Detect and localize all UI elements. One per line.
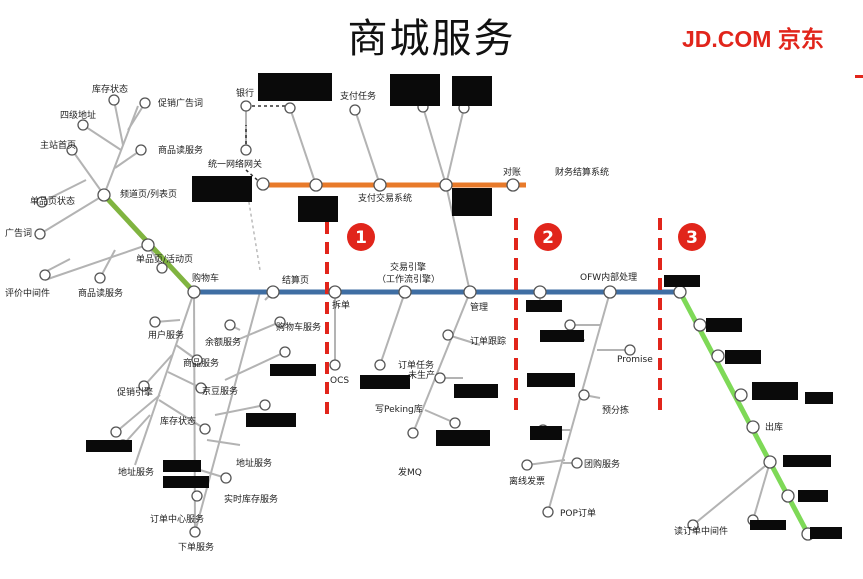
svg-text:1: 1: [355, 228, 367, 248]
label-cart-service: 购物车服务: [276, 321, 321, 333]
label-order-task-sub: 未生产: [408, 369, 435, 381]
label-product-read2: 商品读服务: [78, 287, 123, 299]
label-inventory-service: 库存状态: [160, 415, 196, 427]
label-manage: 管理: [470, 301, 488, 313]
label-ocs: OCS: [330, 376, 349, 386]
label-pay-system: 支付交易系统: [358, 192, 412, 204]
label-realtime-stock: 实时库存服务: [224, 493, 278, 505]
label-order-mw: 读订单中间件: [674, 525, 728, 537]
label-split-ticket: 离线发票: [509, 475, 545, 487]
label-order-service: 下单服务: [178, 541, 214, 553]
label-order-tracking: 订单跟踪: [470, 335, 506, 347]
svg-text:2: 2: [542, 228, 554, 248]
label-preship: 预分拣: [602, 404, 629, 416]
node-labels: 主站首页 四级地址 库存状态 促销广告词 商品读服务 频道页/列表页 单品页状态…: [5, 83, 783, 553]
stage-badge-2: 2: [534, 223, 562, 251]
corner-accent: [855, 75, 863, 78]
label-checkout: 结算页: [282, 274, 309, 286]
label-product-read: 商品读服务: [158, 144, 203, 156]
label-ofw: OFW内部处理: [580, 271, 637, 283]
label-engine: 交易引擎: [390, 261, 426, 273]
label-order-task: 订单任务: [398, 359, 434, 371]
label-review-mw: 评价中间件: [5, 287, 50, 299]
label-address2: 地址服务: [236, 457, 272, 469]
page-title: 商城服务: [347, 16, 516, 62]
label-order-center: 订单中心服务: [150, 513, 204, 525]
label-peking: 写Peking库: [375, 403, 423, 415]
label-promise: Promise: [617, 355, 653, 365]
label-engine-sub: （工作流引擎）: [377, 273, 440, 285]
label-pay-task: 支付任务: [340, 90, 376, 102]
label-product-service: 商品服务: [183, 357, 219, 369]
stage-badge-3: 3: [678, 223, 706, 251]
label-single-active: 单品页/活动页: [136, 253, 193, 265]
label-outbound: 出库: [765, 421, 783, 433]
label-split: 拆单: [332, 299, 350, 311]
label-promo-engine: 促销引擎: [117, 386, 153, 398]
label-balance: 余额服务: [205, 336, 241, 348]
label-ad-words: 广告词: [5, 227, 32, 239]
label-cart: 购物车: [192, 272, 219, 284]
svg-text:3: 3: [686, 228, 698, 248]
label-single-state: 单品页状态: [30, 195, 75, 207]
redaction-blocks: [86, 73, 842, 539]
label-send-mq: 发MQ: [398, 466, 422, 478]
stage-badge-1: 1: [347, 223, 375, 251]
label-reconcile: 对账: [503, 166, 521, 178]
jd-logo: JD.COM 京东: [682, 26, 824, 52]
label-pop-order: POP订单: [560, 507, 596, 519]
label-category-list: 频道页/列表页: [120, 188, 177, 200]
label-address: 地址服务: [118, 466, 154, 478]
label-jingdou: 京豆服务: [202, 385, 238, 397]
label-wholesale: 团购服务: [584, 458, 620, 470]
stage-separators: [325, 218, 662, 415]
label-inventory-top: 库存状态: [92, 83, 128, 95]
label-bank: 银行: [236, 87, 254, 99]
label-main-site: 主站首页: [40, 139, 76, 151]
dashed-links: [245, 105, 290, 185]
label-user-service: 用户服务: [148, 329, 184, 341]
label-level4-addr: 四级地址: [60, 109, 96, 121]
label-finance: 财务结算系统: [555, 166, 609, 178]
label-unified-gateway: 统一网络网关: [208, 158, 262, 170]
label-promo-ad: 促销广告词: [158, 97, 203, 109]
